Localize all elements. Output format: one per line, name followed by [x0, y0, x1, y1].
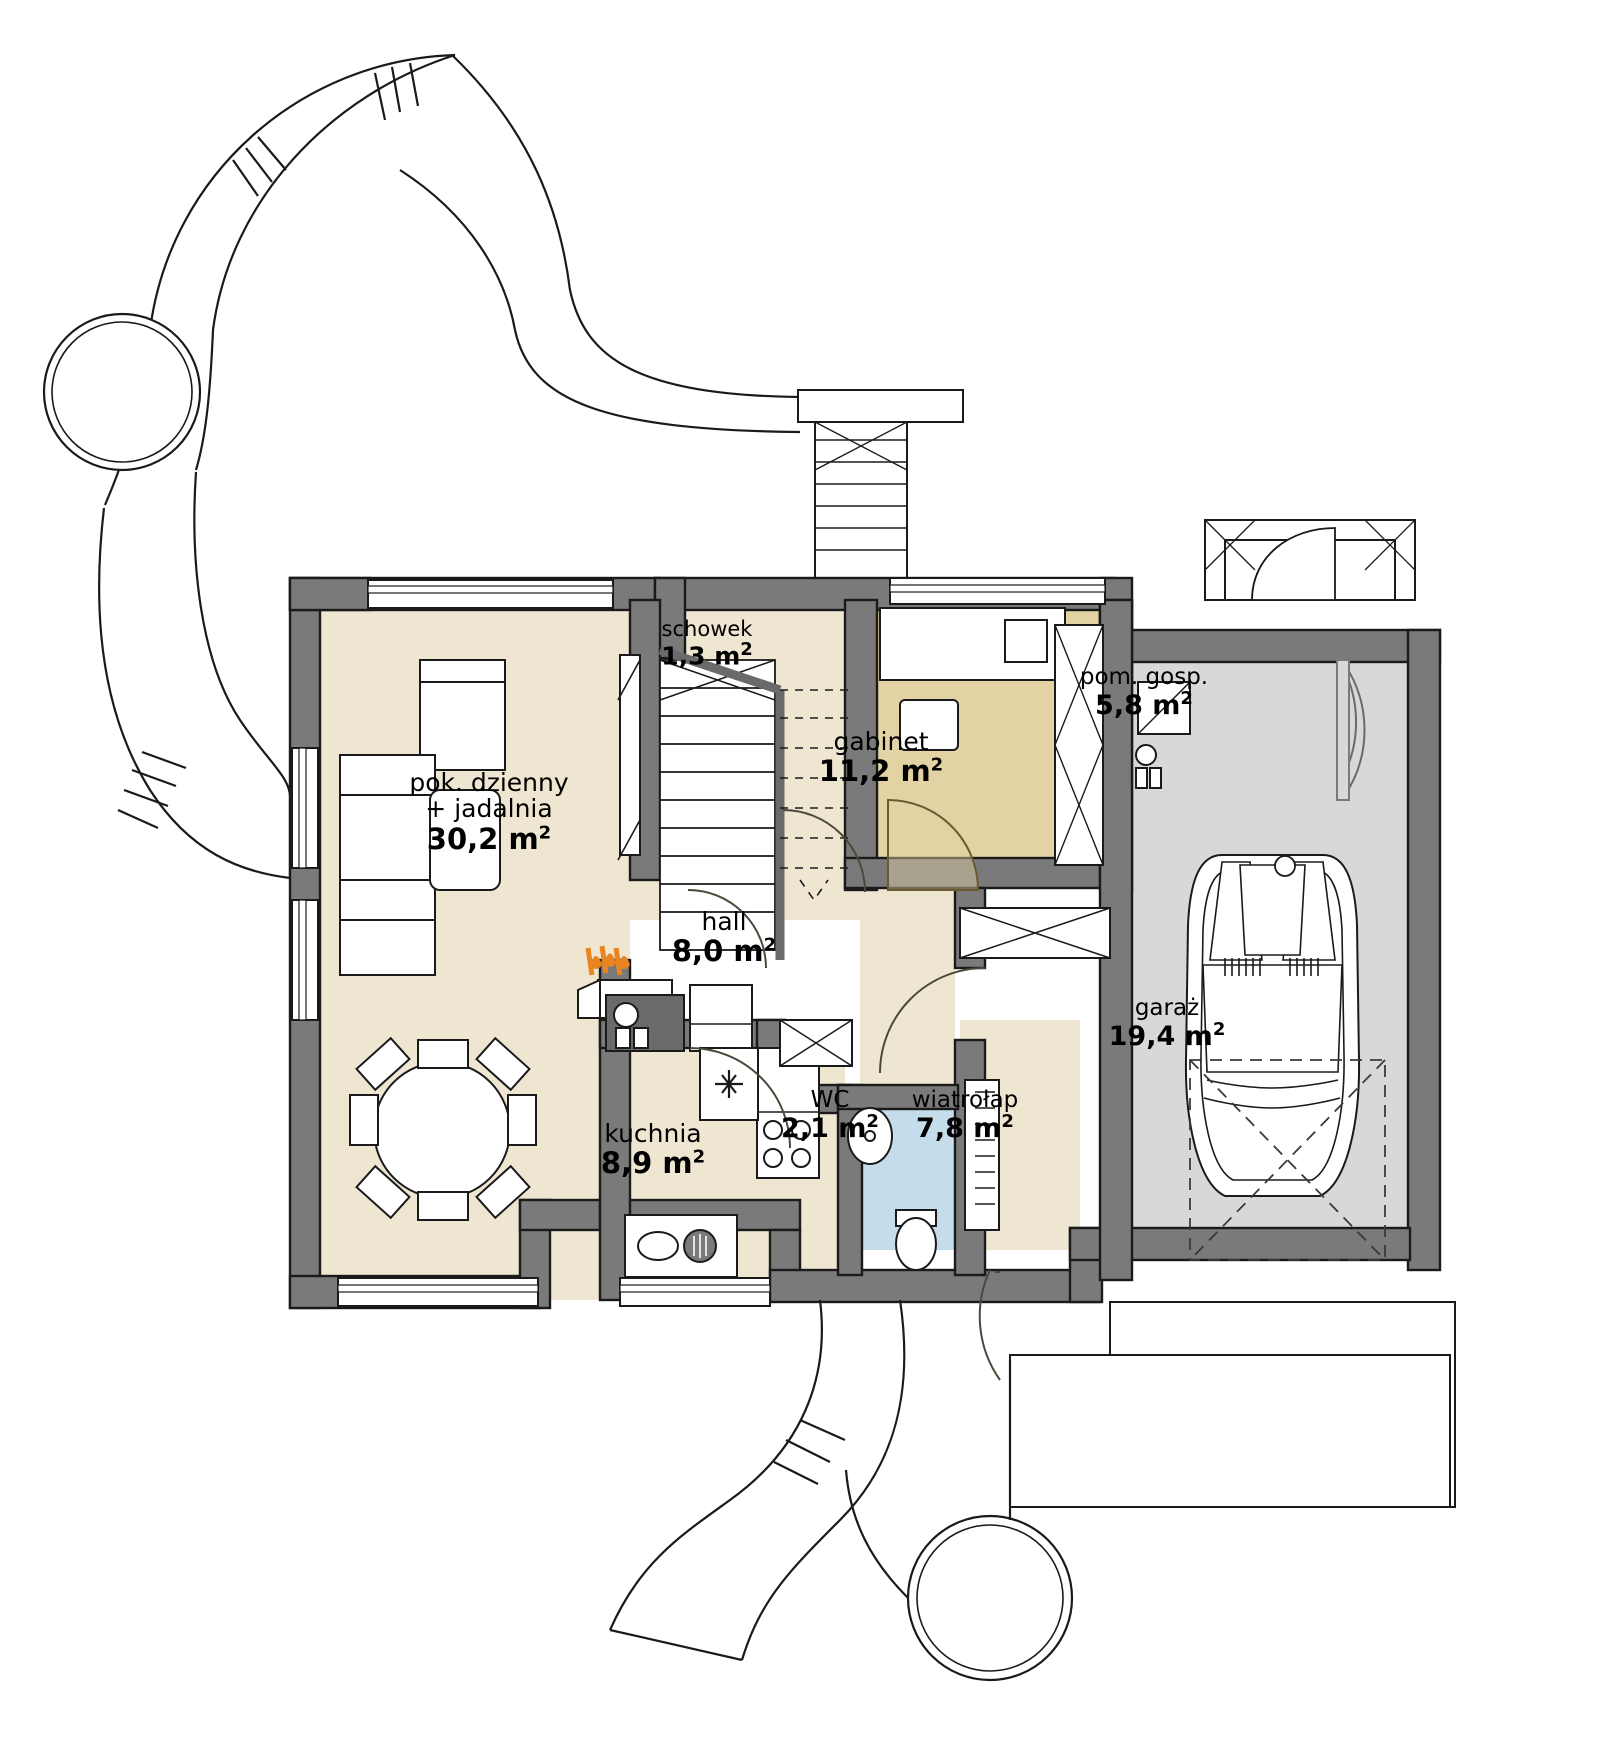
stairs [658, 645, 848, 960]
garage-door-swing [1189, 1059, 1386, 1261]
pom-gosp-furniture [1135, 681, 1191, 789]
garage-north-projection [1204, 519, 1416, 601]
entry-step-north [797, 389, 964, 583]
car [1184, 854, 1361, 1197]
gabinet-furniture [879, 607, 1104, 866]
hall-interior-boxes [779, 907, 1111, 1067]
wiatrolap-radiator [964, 1079, 1000, 1231]
curved-garden-path-top [103, 53, 801, 830]
windows [291, 577, 1106, 1307]
kitchen-counter [605, 984, 820, 1278]
curved-path-to-round [844, 1360, 1012, 1599]
curved-garden-path-bottom [608, 1299, 906, 1662]
round-dining-table [349, 1036, 537, 1221]
driveway [1009, 1301, 1456, 1508]
hall-door-arcs [687, 809, 866, 969]
pom-gosp-door [1336, 658, 1366, 801]
gabinet-door [887, 798, 980, 891]
entry-doors [879, 967, 1001, 1381]
kitchen-door [689, 1047, 791, 1149]
living-room-furniture [339, 654, 641, 976]
garden-round-feature-left [42, 312, 202, 472]
wc-fixtures [847, 1107, 937, 1271]
garden-round-feature-bottom [906, 1514, 1074, 1682]
